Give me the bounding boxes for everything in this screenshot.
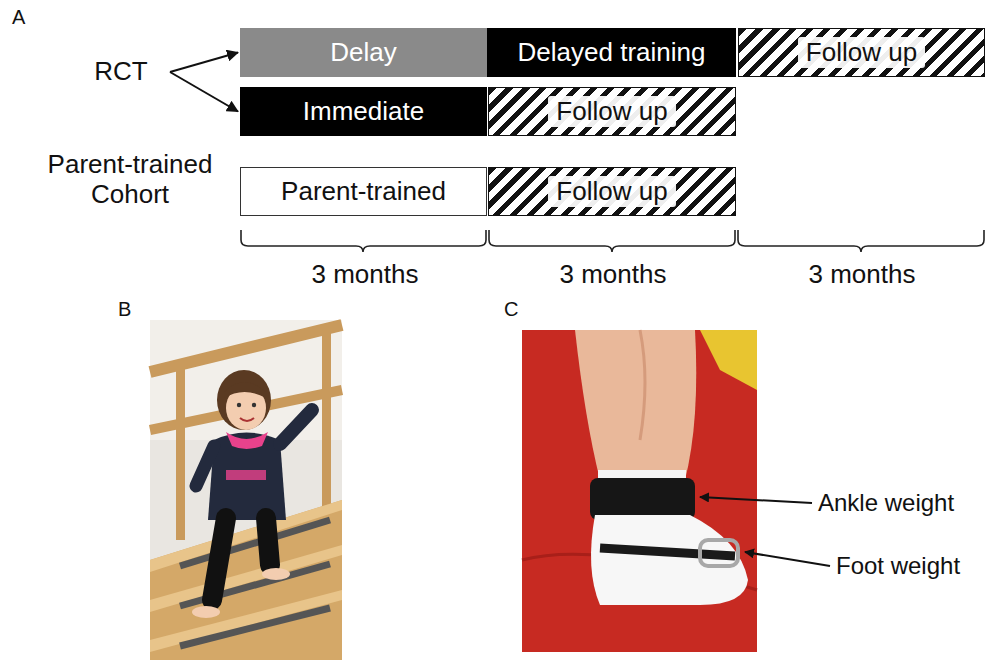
photo-weighted-foot (522, 330, 757, 652)
period-bar: Delay (240, 28, 487, 77)
period-bar: Delayed training (487, 28, 736, 77)
hatched-bar: Follow up (488, 167, 736, 216)
panel-letter: B (118, 298, 148, 321)
time-bracket (241, 230, 984, 252)
duration-label: 3 months (538, 260, 688, 290)
branch-arrow (170, 53, 238, 73)
bar-text: Follow up (798, 37, 925, 69)
branch-arrow (170, 72, 238, 112)
hatched-bar: Follow up (738, 28, 985, 77)
photo-child-stairs (150, 320, 342, 660)
bar-text: Follow up (548, 176, 675, 208)
leader-arrow (745, 552, 830, 566)
bar-text: Follow up (548, 96, 675, 128)
duration-label: 3 months (290, 260, 440, 290)
bar-text: Immediate (303, 97, 424, 127)
bar-text: RCT (94, 57, 147, 87)
duration-label: 3 months (787, 260, 937, 290)
period-bar: Parent-trained (240, 167, 487, 216)
bar-text: Delayed training (518, 38, 706, 68)
period-bar: Immediate (240, 87, 487, 136)
callout-label: Ankle weight (818, 489, 983, 517)
bar-text: Delay (330, 38, 396, 68)
callout-label: Foot weight (836, 552, 986, 580)
cohort-label: Parent-trained Cohort (30, 150, 230, 210)
leader-arrow (700, 497, 812, 503)
hatched-bar: Follow up (488, 87, 736, 136)
panel-letter: C (504, 298, 534, 321)
bar-text: Parent-trained (281, 177, 446, 207)
panel-letter: A (12, 6, 42, 29)
plain-label-node: RCT (72, 52, 170, 92)
